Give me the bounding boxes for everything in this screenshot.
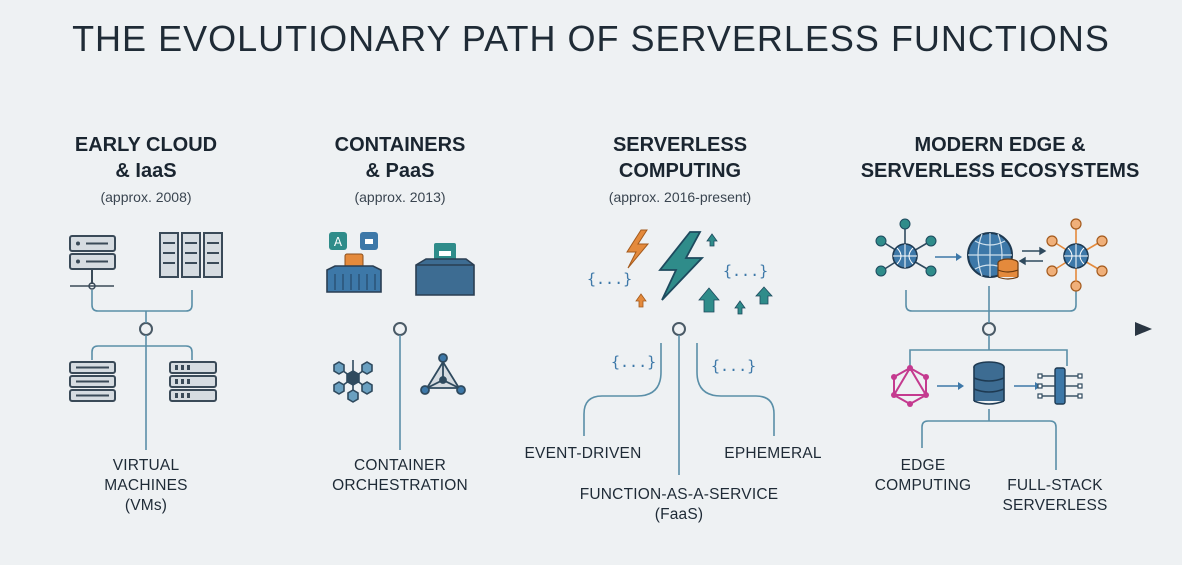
label-faas: FUNCTION-AS-A-SERVICE (FaaS) bbox=[559, 485, 799, 525]
container-stack-icon: A bbox=[326, 232, 382, 293]
era-early-cloud-date: (approx. 2008) bbox=[100, 189, 192, 205]
page-title: THE EVOLUTIONARY PATH OF SERVERLESS FUNC… bbox=[72, 18, 1110, 59]
label-line: FUNCTION-AS-A-SERVICE bbox=[579, 486, 779, 503]
label-line: (VMs) bbox=[124, 497, 168, 514]
server-cabinet-icon bbox=[159, 232, 223, 278]
api-gateway-icon bbox=[1037, 367, 1083, 405]
label-full-stack-serverless: FULL-STACK SERVERLESS bbox=[935, 476, 1175, 516]
lightning-bolt-icon bbox=[626, 229, 705, 301]
database-icon bbox=[973, 361, 1005, 405]
milestone-node bbox=[982, 322, 996, 336]
svg-text:{...}: {...} bbox=[723, 262, 768, 280]
label-line: MACHINES bbox=[104, 477, 188, 494]
server-rack-icon bbox=[69, 235, 116, 290]
era-title-line: SERVERLESS ECOSYSTEMS bbox=[860, 160, 1140, 182]
label-line: EDGE bbox=[900, 457, 946, 474]
era-title-line: EARLY CLOUD bbox=[74, 134, 218, 156]
arrow-right-icon bbox=[937, 382, 1041, 390]
blade-server-icon bbox=[169, 361, 217, 402]
label-line: EVENT-DRIVEN bbox=[524, 445, 642, 462]
graphql-icon bbox=[891, 365, 929, 407]
label-line: EPHEMERAL bbox=[724, 445, 822, 462]
era-title-line: & PaaS bbox=[365, 160, 435, 182]
era-early-cloud-title: EARLY CLOUD & IaaS bbox=[0, 132, 296, 184]
orchestration-icon bbox=[420, 353, 466, 395]
label-virtual-machines: VIRTUAL MACHINES (VMs) bbox=[26, 456, 266, 516]
globe-database-icon bbox=[967, 232, 1019, 280]
bidirectional-arrows-icon bbox=[1018, 246, 1047, 266]
era-containers-date: (approx. 2013) bbox=[354, 189, 446, 205]
scale-up-arrows-icon bbox=[635, 233, 773, 315]
svg-text:A: A bbox=[334, 235, 343, 249]
era-title-line: COMPUTING bbox=[618, 160, 742, 182]
svg-text:{...}: {...} bbox=[611, 353, 656, 371]
label-line: COMPUTING bbox=[874, 477, 972, 494]
milestone-node bbox=[672, 322, 686, 336]
era-title-line: MODERN EDGE & bbox=[914, 134, 1086, 156]
edge-node-icon bbox=[1046, 218, 1108, 292]
connector-lines bbox=[91, 285, 1077, 475]
label-line: (FaaS) bbox=[654, 506, 704, 523]
label-line: SERVERLESS bbox=[1002, 497, 1108, 514]
era-title-line: SERVERLESS bbox=[612, 134, 748, 156]
arrow-right-icon bbox=[935, 253, 962, 261]
label-edge-computing: EDGE COMPUTING bbox=[803, 456, 1043, 496]
era-title-line: & IaaS bbox=[115, 160, 177, 182]
era-modern-edge-title: MODERN EDGE & SERVERLESS ECOSYSTEMS bbox=[832, 132, 1168, 184]
milestone-node bbox=[393, 322, 407, 336]
label-container-orchestration: CONTAINER ORCHESTRATION bbox=[280, 456, 520, 496]
container-box-icon bbox=[415, 243, 475, 296]
timeline bbox=[30, 322, 1152, 336]
network-hub-icon bbox=[875, 218, 937, 277]
label-event-driven: EVENT-DRIVEN bbox=[463, 444, 703, 464]
label-ephemeral: EPHEMERAL bbox=[653, 444, 893, 464]
label-line: FULL-STACK bbox=[1007, 477, 1103, 494]
server-stack-icon bbox=[69, 361, 116, 402]
label-line: ORCHESTRATION bbox=[332, 477, 468, 494]
era-serverless-title: SERVERLESS COMPUTING bbox=[530, 132, 830, 184]
svg-text:{...}: {...} bbox=[587, 270, 632, 288]
era-containers-title: CONTAINERS & PaaS bbox=[250, 132, 550, 184]
era-serverless-date: (approx. 2016-present) bbox=[608, 189, 752, 205]
label-line: CONTAINER bbox=[354, 457, 446, 474]
label-line: VIRTUAL bbox=[112, 457, 180, 474]
milestone-node bbox=[139, 322, 153, 336]
hexagon-cluster-icon bbox=[333, 360, 373, 403]
era-title-line: CONTAINERS bbox=[334, 134, 466, 156]
svg-text:{...}: {...} bbox=[711, 357, 756, 375]
timeline-arrowhead bbox=[1135, 322, 1152, 336]
braces-icon: {...} {...} {...} {...} bbox=[587, 262, 768, 375]
